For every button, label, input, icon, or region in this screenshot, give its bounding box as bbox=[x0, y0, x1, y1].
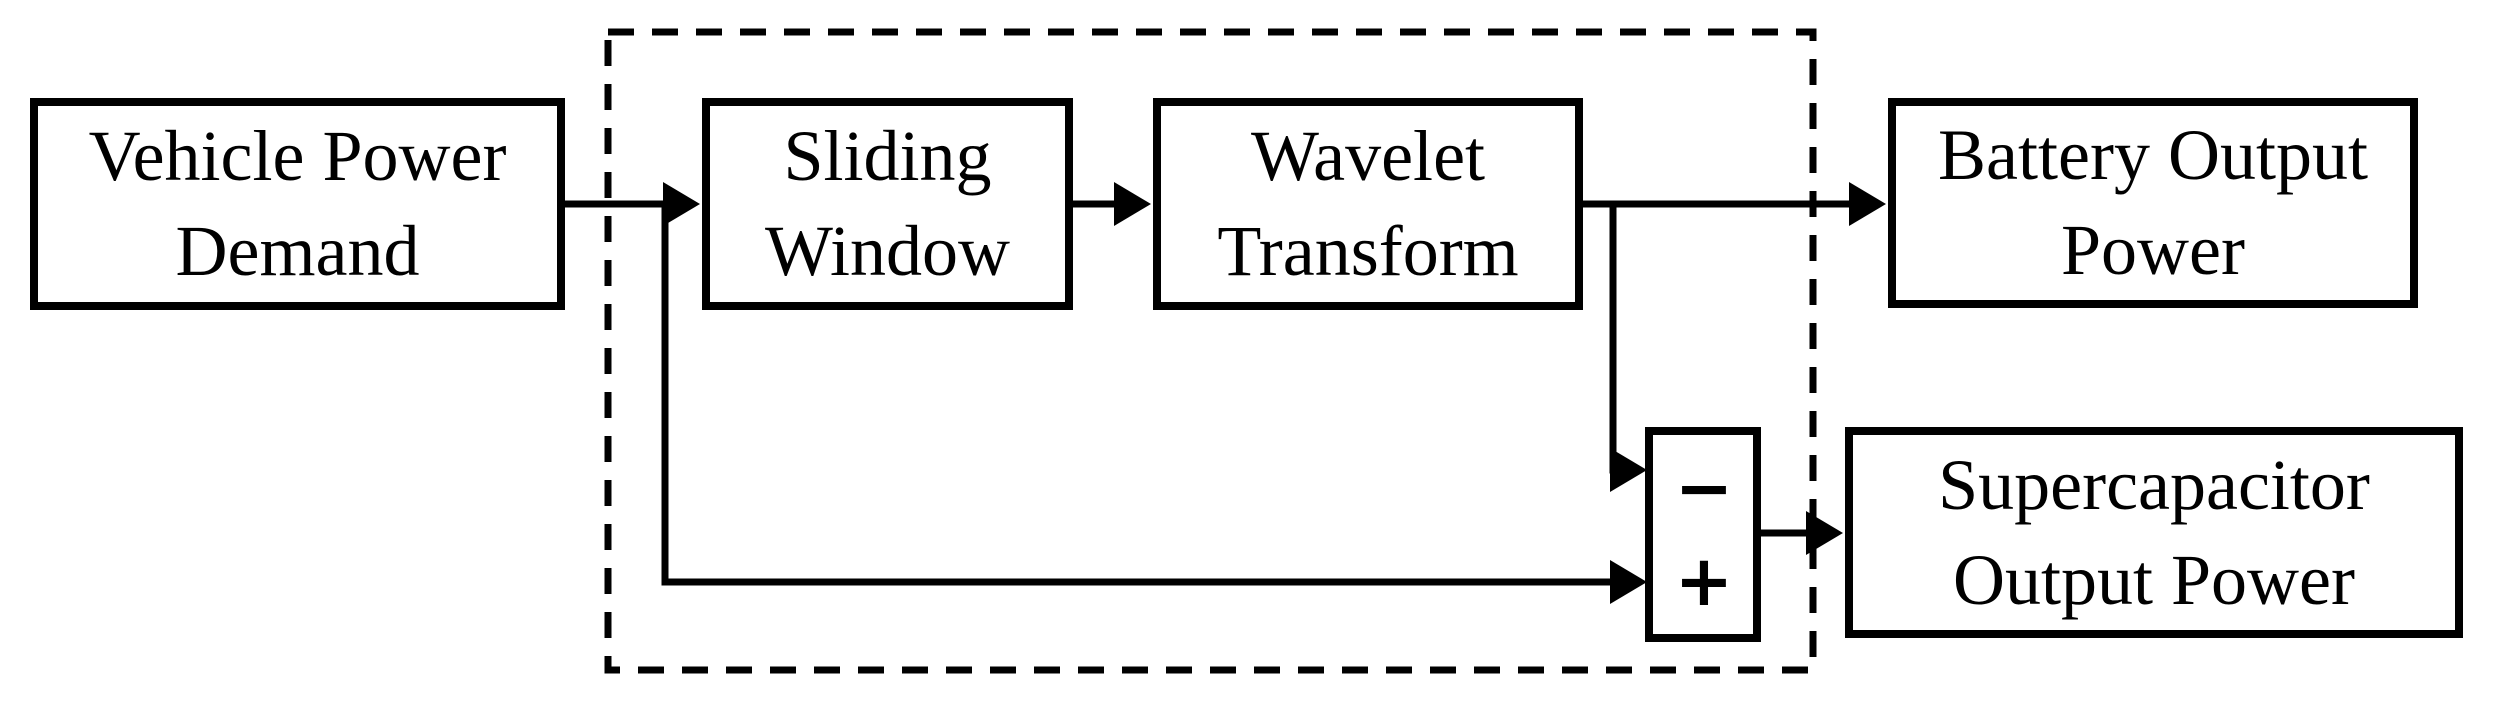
arrowhead-into-sliding-window bbox=[663, 182, 700, 226]
node-sliding-window-label-line1: Sliding bbox=[783, 116, 992, 196]
arrowhead-into-supercapacitor bbox=[1806, 511, 1843, 555]
node-vehicle-power-demand-label-line1: Vehicle Power bbox=[88, 116, 507, 196]
arrowhead-into-wavelet-transform bbox=[1114, 182, 1151, 226]
node-sliding-window: Sliding Window bbox=[702, 98, 1073, 310]
node-battery-output-power-label-line2: Power bbox=[2061, 210, 2245, 290]
node-supercapacitor-output-power: Supercapacitor Output Power bbox=[1845, 427, 2463, 638]
node-wavelet-transform: Wavelet Transform bbox=[1153, 98, 1583, 310]
node-battery-output-power: Battery Output Power bbox=[1888, 98, 2418, 308]
arrowhead-into-sum-minus bbox=[1610, 448, 1647, 492]
node-wavelet-transform-label-line2: Transform bbox=[1217, 211, 1519, 291]
node-sliding-window-label-line2: Window bbox=[764, 211, 1011, 291]
dashed-boundary-box bbox=[604, 28, 1817, 674]
node-vehicle-power-demand: Vehicle Power Demand bbox=[30, 98, 565, 310]
node-supercapacitor-output-power-label-line2: Output Power bbox=[1953, 539, 2355, 620]
node-wavelet-transform-label-line1: Wavelet bbox=[1250, 116, 1486, 196]
arrowhead-into-sum-plus bbox=[1610, 560, 1647, 604]
arrowhead-into-battery bbox=[1849, 182, 1886, 226]
node-vehicle-power-demand-label-line2: Demand bbox=[175, 211, 420, 291]
connector-wavelet-branch-to-sum-minus bbox=[1609, 204, 1617, 474]
sum-minus-sign: − bbox=[1675, 447, 1734, 529]
sum-plus-sign: + bbox=[1675, 540, 1734, 622]
summing-junction-box bbox=[1645, 427, 1761, 642]
node-battery-output-power-label-line1: Battery Output bbox=[1938, 115, 2368, 195]
connector-demand-branch-to-sum-plus bbox=[661, 204, 1614, 586]
node-supercapacitor-output-power-label-line1: Supercapacitor bbox=[1938, 444, 2370, 525]
